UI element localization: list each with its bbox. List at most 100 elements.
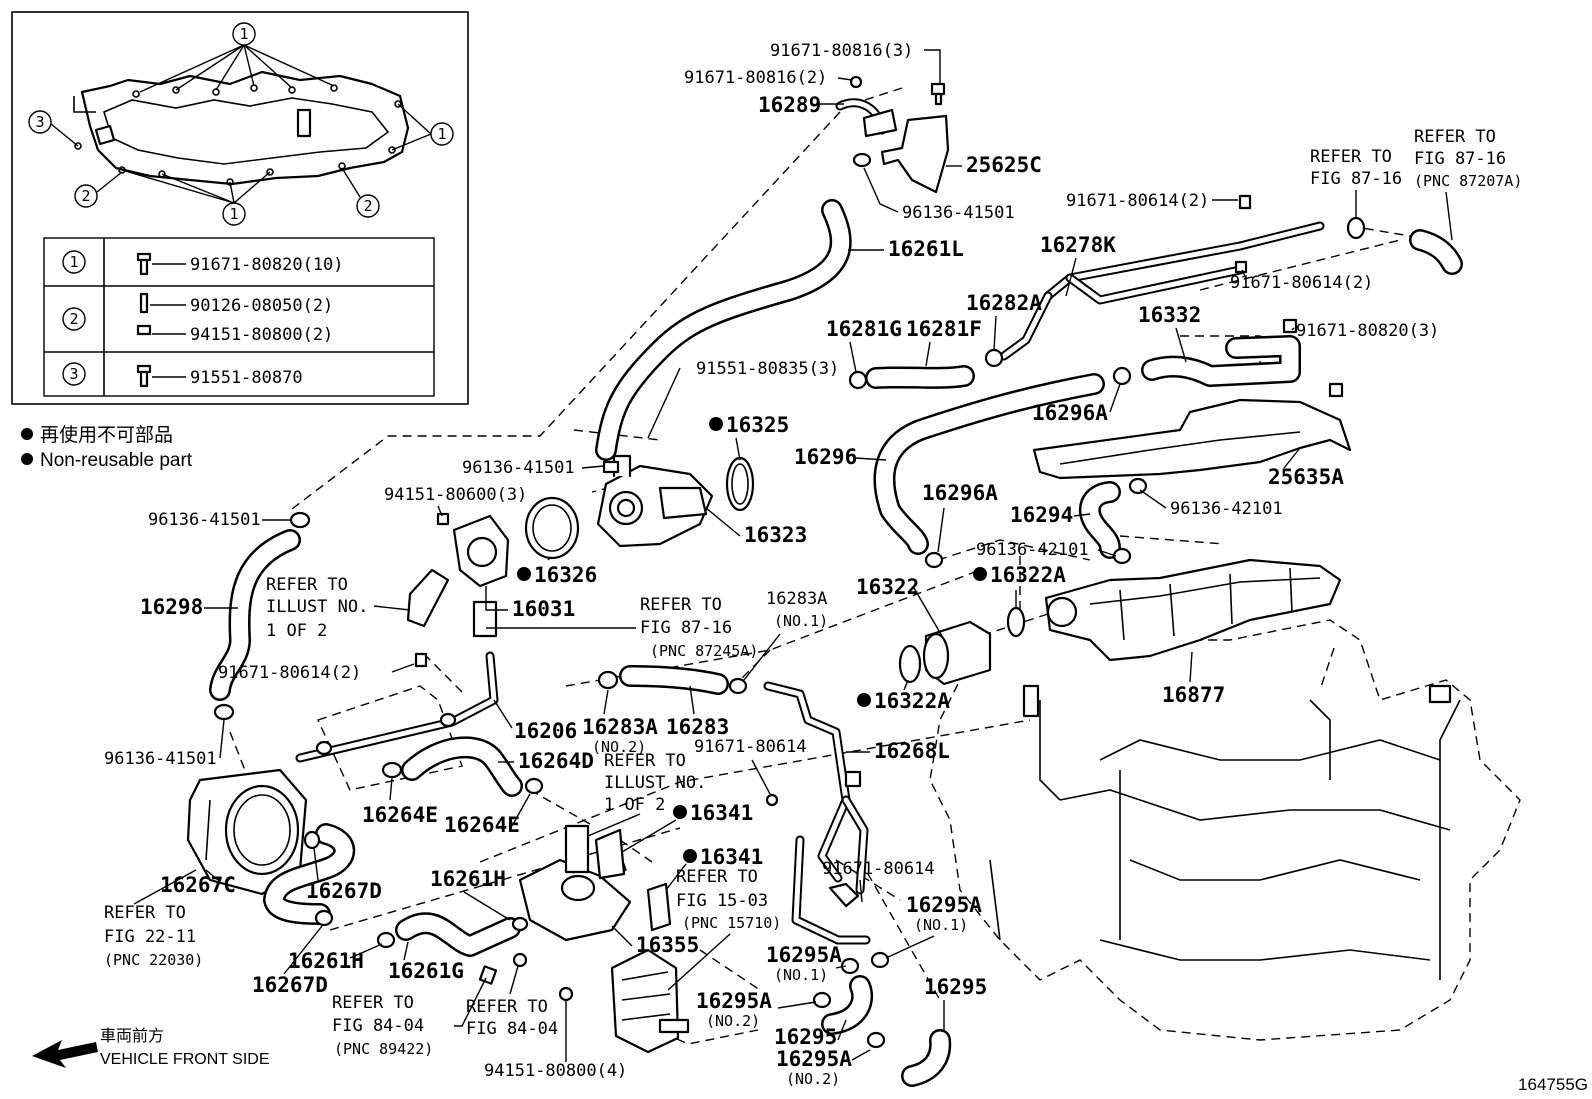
label-91671-80614-low: 91671-80614: [822, 859, 935, 879]
inset-panel: 1 1 1 2 2 3: [11, 11, 469, 405]
label-16295A-no1-right-sub: (NO.1): [914, 916, 968, 934]
hose-16261G: [376, 912, 529, 957]
label-91671-80614-mid: 91671-80614: [694, 737, 807, 757]
hose-16264D: [381, 736, 544, 797]
refer-84-04-a-line1: REFER TO: [332, 993, 414, 1013]
nonreusable-jp: 再使用不可部品: [40, 424, 173, 446]
legend-part-90126-08050: 90126-08050(2): [190, 296, 333, 316]
refer-84-04-a-line2: FIG 84-04: [332, 1016, 424, 1036]
refer-illust-a-line1: REFER TO: [266, 575, 348, 595]
label-16295A-no2-b-sub: (NO.2): [786, 1070, 840, 1088]
legend-table: 1 2 3 91671-80820(10) 90126-08050(2) 941…: [43, 237, 435, 397]
nut-icon: [136, 324, 152, 336]
legend-key-1: 1: [69, 253, 78, 271]
hose-16283: [597, 665, 748, 695]
label-96136-41501-left: 96136-41501: [148, 510, 261, 530]
refer-22-11-line2: FIG 22-11: [104, 927, 196, 947]
part-labels: 91671-80816(3) 91671-80816(2) 16289 2562…: [104, 41, 1522, 1088]
label-91551-80835: 91551-80835(3): [696, 359, 839, 379]
label-16322: 16322: [856, 575, 919, 599]
nonreusable-en: Non-reusable part: [40, 450, 193, 471]
hose-16298: [209, 511, 311, 721]
refer-illust-b-line3: 1 OF 2: [604, 795, 665, 815]
label-16298: 16298: [140, 595, 203, 619]
label-16261H-a: 16261H: [430, 867, 506, 891]
cover-25635A: [1032, 318, 1352, 480]
label-16289: 16289: [758, 93, 821, 117]
refer-87-16-b-line1: REFER TO: [1310, 147, 1392, 167]
refer-87-16-c-line1: REFER TO: [1414, 127, 1496, 147]
refer-22-11-line1: REFER TO: [104, 903, 186, 923]
water-inlet-housing-16323: [596, 454, 714, 548]
label-16267D-a: 16267D: [306, 879, 382, 903]
label-16341-a: 16341: [690, 801, 753, 825]
label-16261L: 16261L: [888, 237, 964, 261]
label-16261G: 16261G: [388, 959, 464, 983]
hose-16267C: [263, 823, 356, 927]
oil-cooler: [610, 948, 690, 1054]
label-16206: 16206: [514, 719, 577, 743]
label-16267C: 16267C: [160, 873, 236, 897]
label-16294: 16294: [1010, 503, 1073, 527]
label-16295A-no1-left-sub: (NO.1): [774, 966, 828, 984]
label-16268L: 16268L: [874, 739, 950, 763]
label-16295A-no1-left: 16295A: [766, 943, 842, 967]
connector-16322: [898, 606, 1026, 686]
refer-84-04-b-line2: FIG 84-04: [466, 1019, 558, 1039]
label-91671-80614-2-right: 91671-80614(2): [1230, 273, 1373, 293]
nonreusable-note: 再使用不可部品 Non-reusable part: [21, 424, 193, 471]
label-16031: 16031: [512, 597, 575, 621]
hose-16261L: [595, 199, 852, 461]
pipe-16268L: [763, 681, 871, 945]
label-16264D: 16264D: [518, 749, 594, 773]
bolt-icon: [136, 364, 152, 388]
label-16341-b: 16341: [700, 845, 763, 869]
label-16261H-b: 16261H: [288, 949, 364, 973]
refer-84-04-a-line3: (PNC 89422): [334, 1040, 433, 1058]
label-16295A-no1-right: 16295A: [906, 893, 982, 917]
label-16264E-b: 16264E: [444, 813, 520, 837]
label-96136-42101-a: 96136-42101: [1170, 499, 1283, 519]
label-16323: 16323: [744, 523, 807, 547]
label-16325: 16325: [726, 413, 789, 437]
label-96136-41501-mid: 96136-41501: [462, 458, 575, 478]
thermostat-16031: [436, 512, 510, 638]
label-16355: 16355: [636, 933, 699, 957]
pipe-16278K: [999, 194, 1325, 361]
label-94151-80800-4: 94151-80800(4): [484, 1061, 627, 1081]
label-16332: 16332: [1138, 303, 1201, 327]
intake-gasket-drawing: [73, 70, 410, 186]
label-16877: 16877: [1162, 683, 1225, 707]
gasket-16341: [594, 828, 672, 932]
throttle-body: [186, 768, 308, 896]
label-16278K: 16278K: [1040, 233, 1116, 257]
refer-illust-b-line2: ILLUST NO.: [604, 773, 706, 793]
label-16267D-b: 16267D: [252, 973, 328, 997]
refer-22-11-line3: (PNC 22030): [104, 951, 203, 969]
label-16295A-no2-a-sub: (NO.2): [706, 1012, 760, 1030]
label-91671-80820-3: 91671-80820(3): [1296, 321, 1439, 341]
engine-block-outline: [929, 609, 1521, 1041]
label-16295A-no2-a: 16295A: [696, 989, 772, 1013]
direction-en: VEHICLE FRONT SIDE: [100, 1051, 270, 1068]
hose-refer-illust: [406, 568, 450, 628]
hose-refer-87207A: [1346, 216, 1463, 275]
callout-2-right: 2: [363, 197, 372, 215]
refer-87-16-a-line2: FIG 87-16: [640, 618, 732, 638]
label-16281G: 16281G: [826, 317, 902, 341]
label-91671-80614-2-top: 91671-80614(2): [1066, 191, 1209, 211]
stud-icon: [139, 292, 149, 314]
label-16322A-a: 16322A: [990, 563, 1066, 587]
label-91671-80816-3: 91671-80816(3): [770, 41, 913, 61]
label-94151-80600: 94151-80600(3): [384, 485, 527, 505]
callout-1-right: 1: [437, 125, 446, 143]
label-16295-b: 16295: [774, 1025, 837, 1049]
refer-87-16-c-line2: FIG 87-16: [1414, 149, 1506, 169]
label-16283: 16283: [666, 715, 729, 739]
label-91671-80614-2-left: 91671-80614(2): [218, 663, 361, 683]
refer-illust-b-line1: REFER TO: [604, 751, 686, 771]
direction-jp: 車両前方: [100, 1027, 164, 1045]
callout-1-bottom: 1: [229, 205, 238, 223]
refer-15-03-line1: REFER TO: [676, 867, 758, 887]
